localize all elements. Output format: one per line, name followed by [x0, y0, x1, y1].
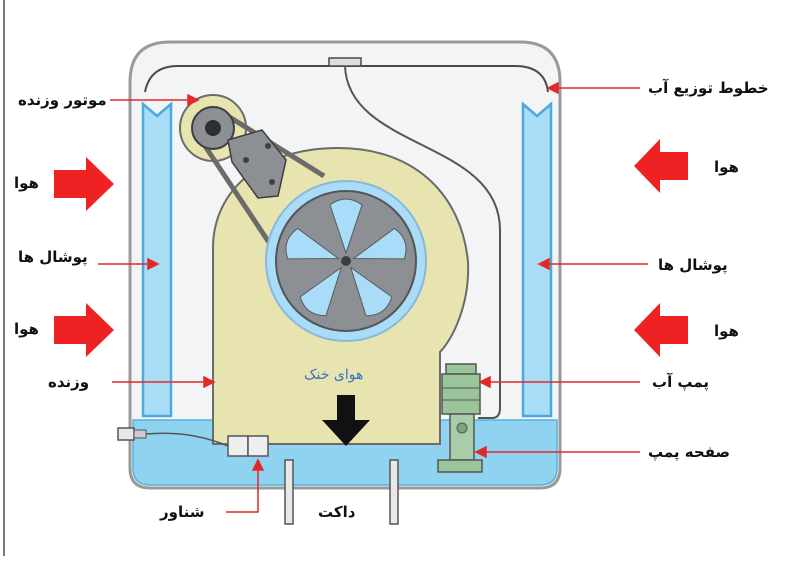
bracket-bolt-2 — [269, 179, 275, 185]
label-float: شناور — [160, 503, 204, 521]
label-air-left-top: هوا — [14, 174, 39, 192]
cooling-pad-left — [143, 104, 171, 416]
duct-pipe-right — [390, 460, 398, 524]
air-arrow-left-top — [54, 157, 114, 211]
distribution-fitting — [329, 58, 361, 66]
fan-hub — [341, 256, 351, 266]
float-tab — [134, 430, 146, 438]
label-air-right-bottom: هوا — [714, 322, 739, 340]
pump-plate — [438, 460, 482, 472]
label-duct: داکت — [318, 503, 355, 521]
label-cool-air: هوای خنک — [304, 366, 363, 384]
bracket-bolt-1 — [265, 143, 271, 149]
air-arrow-left-bottom — [54, 303, 114, 357]
motor-shaft — [205, 120, 221, 136]
label-fan-motor: موتور وزنده — [18, 91, 107, 109]
label-water-lines: خطوط توزیع آب — [648, 79, 769, 97]
label-pump-plate: صفحه پمپ — [648, 443, 730, 461]
float-connector — [118, 428, 134, 440]
pump-body — [450, 414, 474, 460]
bracket-bolt-3 — [243, 157, 249, 163]
label-pads-left: پوشال ها — [18, 248, 88, 266]
air-arrow-right-top — [634, 139, 688, 193]
float-body-right — [248, 436, 268, 456]
label-pads-right: پوشال ها — [658, 256, 728, 274]
label-water-pump: پمپ آب — [652, 373, 709, 391]
duct-pipe-left — [285, 460, 293, 524]
label-air-left-bottom: هوا — [14, 320, 39, 338]
pump-motor — [442, 374, 480, 414]
label-air-right-top: هوا — [714, 158, 739, 176]
float-body-left — [228, 436, 248, 456]
pump-top — [446, 364, 476, 374]
air-arrow-right-bottom — [634, 303, 688, 357]
pump-port — [457, 423, 467, 433]
label-fan: وزنده — [48, 373, 89, 391]
